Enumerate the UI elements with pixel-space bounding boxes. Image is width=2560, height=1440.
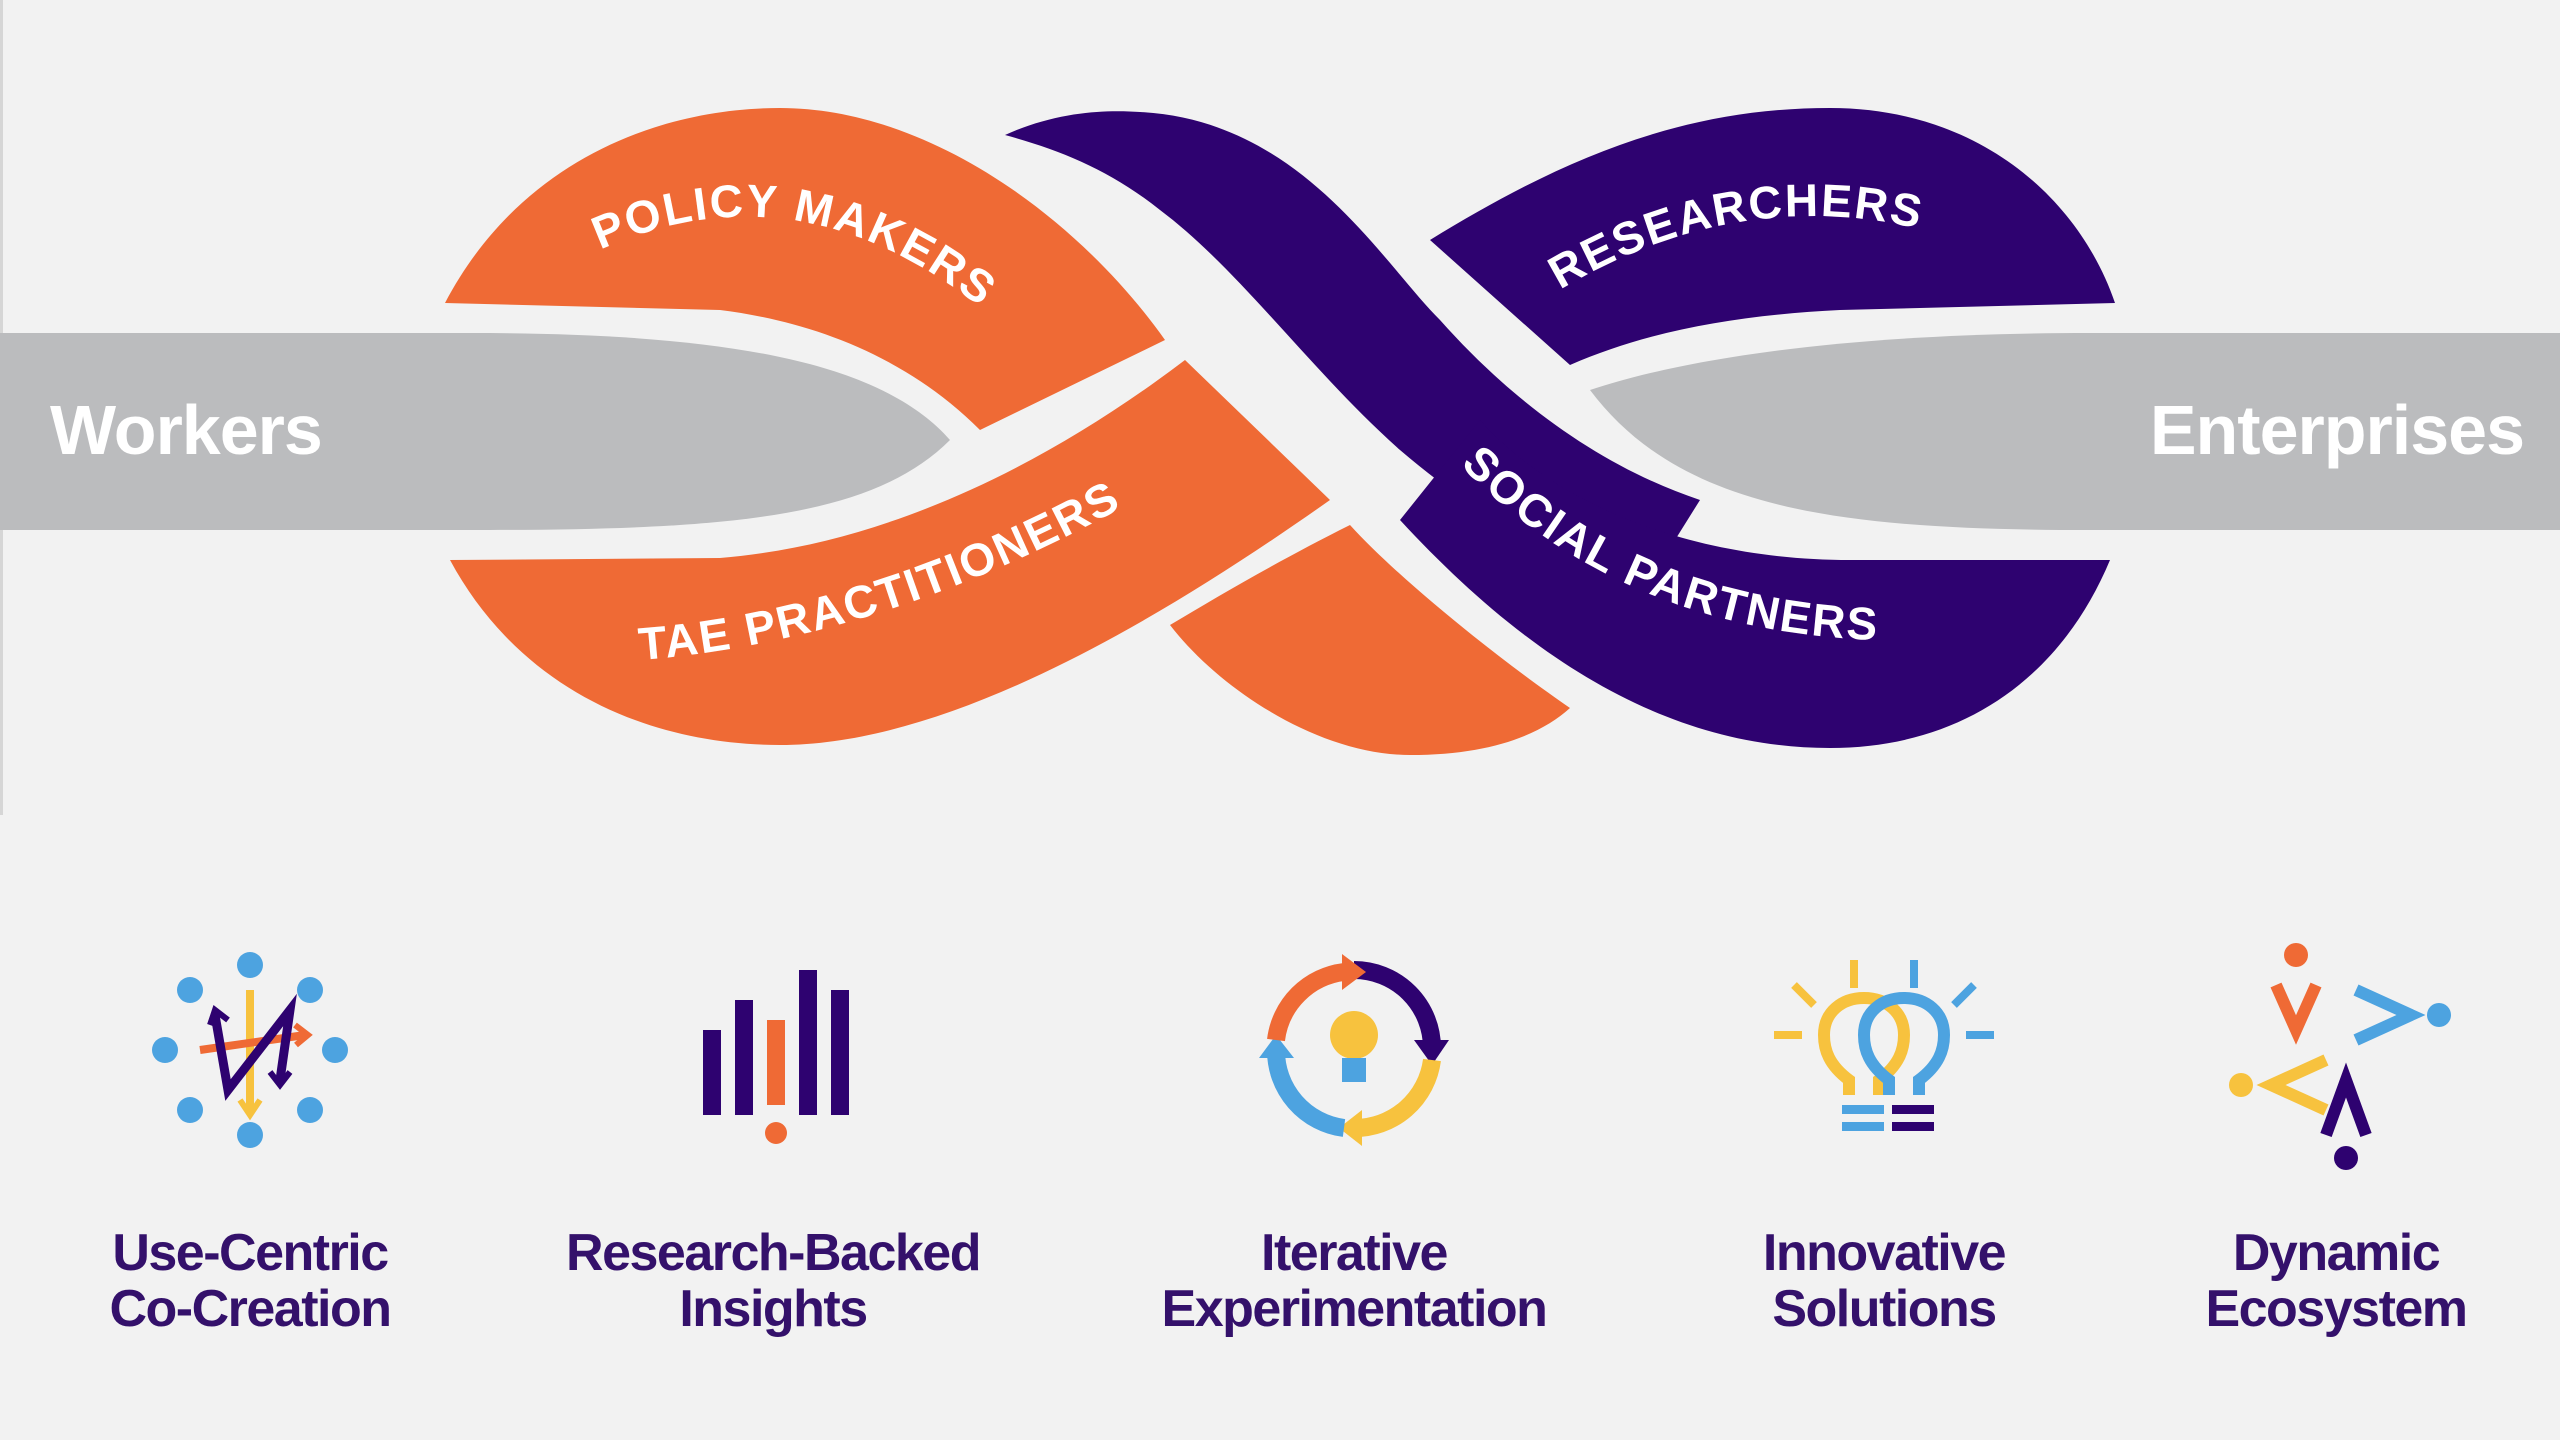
purple-right-upper-arc	[1430, 108, 2115, 365]
pillar-innovative-solutions: Innovative Solutions	[1624, 940, 2144, 1360]
pillar-caption: Use-Centric Co-Creation	[0, 1225, 510, 1337]
caption-line-2: Insights	[679, 1280, 868, 1338]
pillar-research-backed-insights: Research-Backed Insights	[513, 940, 1033, 1360]
directional-chevrons-icon	[2229, 943, 2451, 1170]
pillar-dynamic-ecosystem: Dynamic Ecosystem	[2076, 940, 2560, 1360]
pillar-iterative-experimentation: Iterative Experimentation	[1094, 940, 1614, 1360]
network-arrows-icon	[152, 952, 348, 1148]
caption-line-2: Ecosystem	[2205, 1280, 2468, 1338]
pillar-caption: Research-Backed Insights	[513, 1225, 1033, 1337]
orange-lower-arc	[450, 360, 1330, 745]
pillar-use-centric-co-creation: Use-Centric Co-Creation	[0, 940, 510, 1360]
workers-label: Workers	[50, 391, 323, 469]
purple-right-lower-arc	[1400, 420, 2110, 748]
caption-line-2: Co-Creation	[109, 1280, 392, 1338]
pillar-caption: Dynamic Ecosystem	[2076, 1225, 2560, 1337]
caption-line-1: Dynamic	[2232, 1224, 2441, 1282]
bottom-band	[0, 815, 2560, 1440]
twin-lightbulbs-icon	[1774, 960, 1994, 1131]
caption-line-2: Solutions	[1772, 1280, 1997, 1338]
caption-line-1: Research-Backed	[566, 1224, 981, 1282]
orange-upper-arc	[445, 108, 1165, 430]
infinity-knot: POLICY MAKERS TAE PRACTITIONERS RESEARCH…	[0, 108, 2560, 755]
caption-line-1: Iterative	[1261, 1224, 1448, 1282]
caption-line-1: Use-Centric	[112, 1224, 389, 1282]
pillar-caption: Iterative Experimentation	[1094, 1225, 1614, 1337]
gray-band-right	[1590, 333, 2560, 530]
caption-line-1: Innovative	[1762, 1224, 2007, 1282]
cycle-lightbulb-icon	[1259, 954, 1449, 1146]
bar-chart-exclamation-icon	[703, 970, 849, 1144]
gray-band-left	[0, 333, 950, 530]
pillar-caption: Innovative Solutions	[1624, 1225, 2144, 1337]
enterprises-label: Enterprises	[2149, 391, 2525, 469]
caption-line-2: Experimentation	[1161, 1280, 1548, 1338]
orange-lower-tail	[1170, 525, 1570, 755]
